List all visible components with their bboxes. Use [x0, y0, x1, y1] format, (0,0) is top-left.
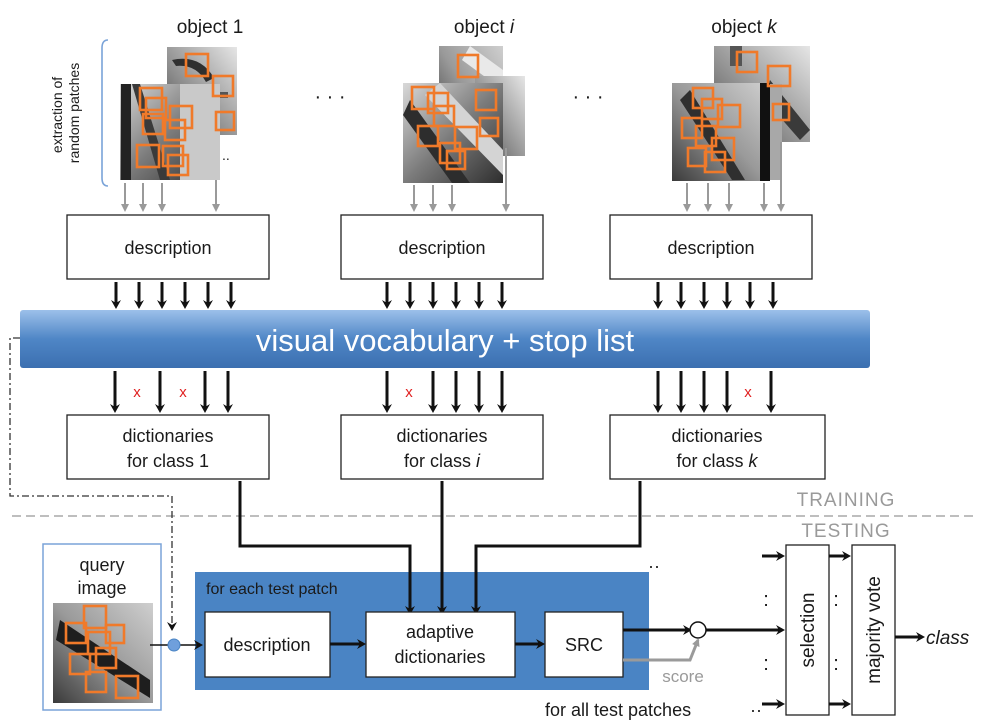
- svg-text:image: image: [77, 578, 126, 598]
- score-feedback: [623, 638, 700, 662]
- dictionary-box-1: dictionaries for class 1: [66, 414, 270, 480]
- object-title-1: object 1: [177, 17, 244, 38]
- dictionary-box-k: dictionaries for class k: [609, 414, 826, 480]
- svg-text:..: ..: [222, 147, 230, 163]
- svg-text:SRC: SRC: [565, 635, 603, 655]
- extraction-brace: [101, 39, 109, 187]
- svg-text:dictionaries: dictionaries: [122, 426, 213, 446]
- svg-text:dictionaries: dictionaries: [394, 647, 485, 667]
- svg-text:description: description: [124, 238, 211, 258]
- removed-mark: x: [744, 384, 752, 401]
- removed-mark: x: [179, 384, 187, 401]
- all-patches-dots: ··: [750, 700, 762, 720]
- vocabulary-bar: visual vocabulary + stop list: [20, 310, 870, 368]
- dict-1-flow: [238, 481, 415, 615]
- svg-text:description: description: [667, 238, 754, 258]
- object-1-images: ..: [120, 47, 237, 180]
- description-to-vocabulary-arrows: [111, 282, 778, 309]
- svg-text:dictionaries: dictionaries: [396, 426, 487, 446]
- object-k-images: [672, 46, 810, 181]
- selection-box: selection: [785, 544, 830, 716]
- extraction-label: extraction of random patches: [49, 63, 82, 163]
- dictionary-box-i: dictionaries for class i: [340, 414, 544, 480]
- svg-text:for class k: for class k: [676, 451, 758, 471]
- all-patches-label: for all test patches: [545, 700, 691, 720]
- test-description-box: description: [204, 611, 331, 678]
- testing-label: TESTING: [801, 521, 890, 542]
- src-box: SRC: [544, 611, 624, 678]
- object-title-i: object i: [454, 17, 515, 38]
- query-image-panel: query image: [42, 543, 162, 711]
- svg-text:description: description: [398, 238, 485, 258]
- svg-text:selection: selection: [798, 593, 819, 668]
- adaptive-dictionaries-box: adaptive dictionaries: [365, 611, 516, 678]
- description-box-1: description: [66, 214, 270, 280]
- patch-arrows: [121, 142, 785, 212]
- object-i-images: [403, 46, 525, 183]
- vertical-dots: :: [833, 589, 839, 611]
- vertical-dots: :: [763, 653, 769, 675]
- object-ellipsis-left: · · ·: [314, 86, 345, 108]
- svg-text:description: description: [223, 635, 310, 655]
- query-junction: [167, 638, 181, 652]
- removed-mark: x: [405, 384, 413, 401]
- dots-top: ··: [648, 556, 660, 576]
- svg-text:adaptive: adaptive: [406, 622, 474, 642]
- vocabulary-to-dictionary-arrows: [110, 371, 776, 413]
- svg-text:dictionaries: dictionaries: [671, 426, 762, 446]
- vertical-dots: :: [763, 589, 769, 611]
- majority-vote-box: majority vote: [851, 544, 896, 716]
- svg-text:for class 1: for class 1: [127, 451, 209, 471]
- object-title-k: object k: [711, 17, 778, 38]
- score-junction: [689, 621, 707, 639]
- svg-text:majority vote: majority vote: [864, 576, 885, 684]
- svg-text:visual vocabulary + stop list: visual vocabulary + stop list: [256, 323, 635, 358]
- description-box-i: description: [340, 214, 544, 280]
- svg-text:for class i: for class i: [404, 451, 481, 471]
- svg-text:for each test patch: for each test patch: [206, 581, 338, 598]
- training-label: TRAINING: [797, 490, 896, 511]
- score-label: score: [662, 667, 704, 686]
- class-output-label: class: [926, 628, 970, 649]
- vocabulary-feedback-line: [9, 337, 177, 631]
- removed-mark: x: [133, 384, 141, 401]
- dict-k-flow: [471, 481, 642, 615]
- svg-text:query: query: [79, 555, 124, 575]
- vertical-dots: :: [833, 653, 839, 675]
- object-ellipsis-right: · · ·: [572, 86, 603, 108]
- description-box-k: description: [609, 214, 813, 280]
